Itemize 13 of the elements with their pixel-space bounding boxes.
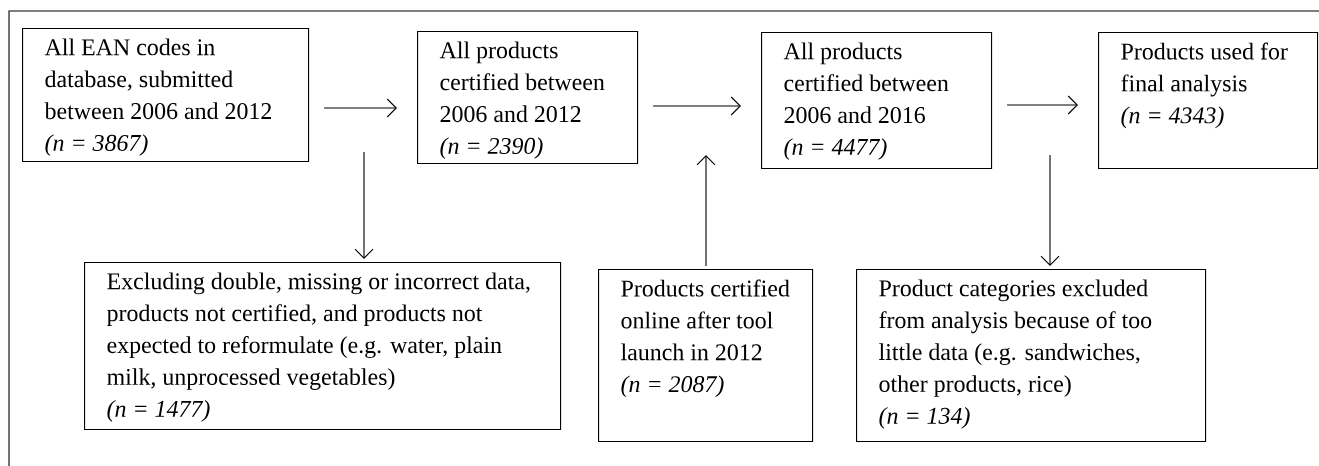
- process-box: Products certified online after tool launch in 2012 (n = 2087): [598, 269, 814, 443]
- process-box: All products certified between 2006 and 2012 (n = 2390): [417, 31, 639, 165]
- process-box: Products used for final analysis (n = 4343): [1098, 32, 1319, 170]
- arrow: [652, 96, 741, 116]
- arrow: [323, 98, 397, 118]
- process-box: All EAN codes in database, submitted between 2006 and 2012 (n = 3867): [22, 28, 310, 163]
- process-box: All products certified between 2006 and 2016 (n = 4477): [761, 32, 993, 170]
- arrow: [354, 151, 374, 259]
- process-box: Excluding double, missing or incorrect data, products not certified, and products not expected to reformulate (e.g. water, plain milk, unprocessed vegetables) (n = 1477): [84, 262, 562, 431]
- process-box: Product categories excluded from analysis because of too little data (e.g. sandwiches, other products, rice) (n = 134): [856, 269, 1207, 443]
- arrow: [1040, 154, 1060, 266]
- arrow: [696, 155, 716, 267]
- arrow: [1006, 95, 1078, 115]
